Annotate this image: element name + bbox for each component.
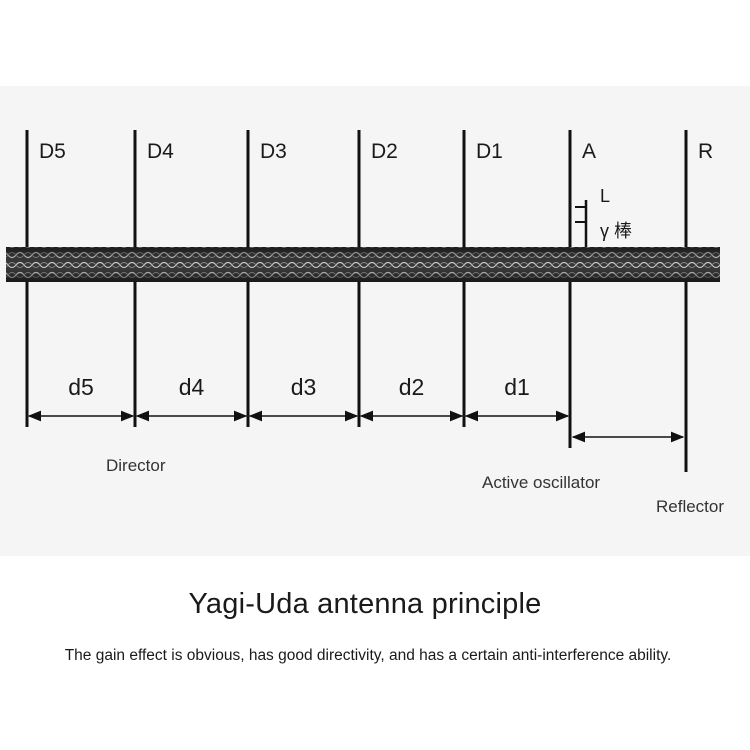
spacing-label-d1: d1 — [504, 374, 530, 400]
diagram-background — [0, 86, 750, 556]
spacing-label-d4: d4 — [179, 374, 205, 400]
gamma-length-label: L — [600, 186, 610, 206]
element-label-a: A — [582, 140, 596, 163]
director-label: Director — [106, 456, 166, 475]
page-title: Yagi-Uda antenna principle — [188, 588, 542, 620]
gamma-rod-label: γ 棒 — [600, 221, 632, 241]
element-label-d3: D3 — [260, 140, 287, 163]
element-label-d5: D5 — [39, 140, 66, 163]
active-oscillator-label: Active oscillator — [482, 473, 600, 492]
reflector-label: Reflector — [656, 497, 724, 516]
element-label-d2: D2 — [371, 140, 398, 163]
boom — [6, 247, 720, 282]
page-subtitle: The gain effect is obvious, has good dir… — [64, 647, 672, 664]
element-label-d4: D4 — [147, 140, 174, 163]
element-label-r: R — [698, 140, 713, 163]
element-label-d1: D1 — [476, 140, 503, 163]
gamma-match: L γ 棒 — [575, 186, 632, 247]
spacing-label-d2: d2 — [399, 374, 425, 400]
spacing-label-d5: d5 — [68, 374, 94, 400]
spacing-label-d3: d3 — [291, 374, 317, 400]
